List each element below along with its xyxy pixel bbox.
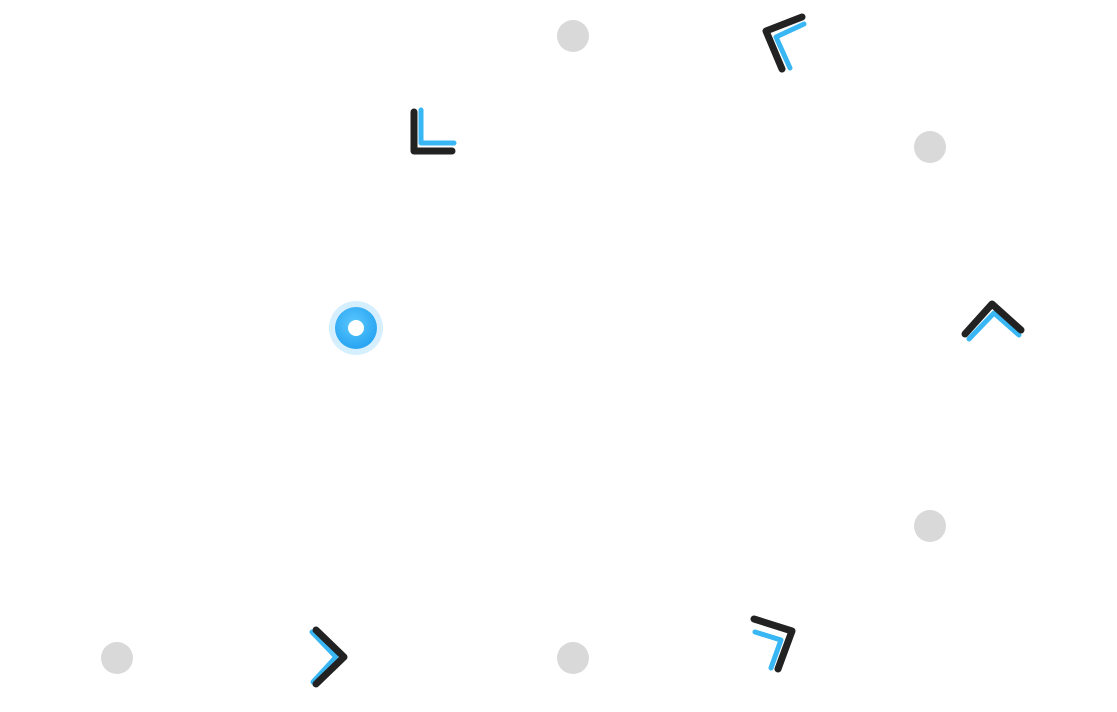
chevron-left-icon[interactable] [750,5,820,80]
node-dot[interactable] [557,20,589,52]
selected-node-core [335,307,377,349]
node-dot[interactable] [914,510,946,542]
corner-arrow-icon[interactable] [740,605,810,680]
selected-node[interactable] [329,301,383,355]
chevron-right-icon[interactable] [300,620,360,700]
selected-node-center [348,320,364,336]
caret-up-icon[interactable] [955,290,1035,350]
corner-arrow-icon[interactable] [400,100,470,170]
node-dot[interactable] [557,642,589,674]
node-dot[interactable] [914,131,946,163]
node-dot[interactable] [101,642,133,674]
